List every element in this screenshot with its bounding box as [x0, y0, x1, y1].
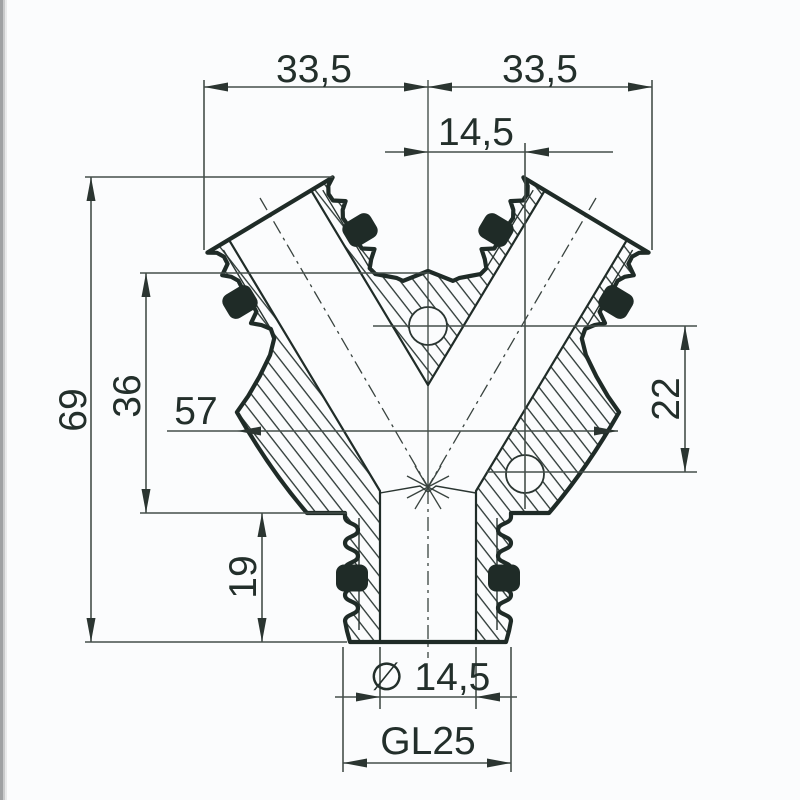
dimension-labels: 33,5 33,5 14,5 69 36 57 22 19 ∅ 14,5 GL2… — [52, 48, 688, 763]
dimension-lines — [85, 80, 697, 772]
o-ring-seals — [222, 213, 634, 592]
dim-hole-spacing-label: 22 — [645, 377, 688, 420]
dim-offset-top-label: 14,5 — [438, 111, 514, 154]
page-edge-strip — [0, 0, 7, 800]
bore-outline — [227, 189, 629, 644]
centerlines — [259, 80, 597, 658]
dim-height-lower-label: 19 — [222, 555, 265, 598]
part-outline — [205, 175, 651, 645]
dim-width-body-label: 57 — [174, 390, 217, 433]
dim-bore-diameter-label: ∅ 14,5 — [370, 656, 491, 699]
dim-height-upper-label: 36 — [106, 374, 149, 417]
dim-height-total-label: 69 — [52, 388, 95, 431]
section-hatching — [207, 177, 649, 642]
dim-thread-label: GL25 — [380, 720, 475, 763]
dim-width-right-label: 33,5 — [502, 48, 578, 91]
dim-width-left-label: 33,5 — [276, 48, 352, 91]
